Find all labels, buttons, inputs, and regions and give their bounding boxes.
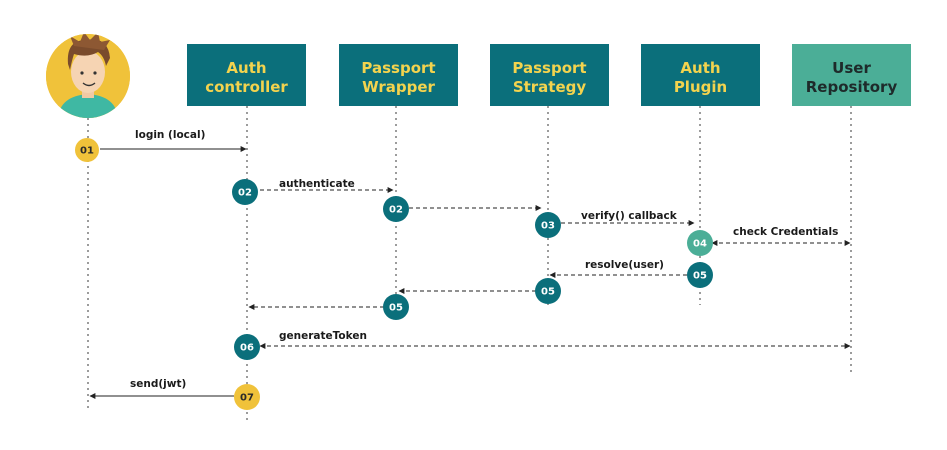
participant-label-line2: Plugin	[674, 78, 727, 96]
participant-label-line1: Passport	[512, 59, 586, 77]
message-label: send(jwt)	[130, 378, 186, 390]
step-number: 05	[693, 271, 707, 282]
participant-label-line1: Auth	[226, 59, 266, 77]
step-number: 05	[389, 303, 403, 314]
message-label: verify() callback	[581, 210, 678, 222]
step-marker: 05	[687, 262, 713, 288]
step-number: 06	[240, 343, 254, 354]
step-marker: 06	[234, 334, 260, 360]
step-number: 01	[80, 146, 94, 157]
step-number: 03	[541, 221, 555, 232]
step-marker: 01	[75, 138, 99, 162]
participant-label-line2: Wrapper	[362, 78, 435, 96]
participant-label-line2: Repository	[806, 78, 898, 96]
step-marker: 04	[687, 230, 713, 256]
step-marker: 05	[535, 278, 561, 304]
step-number: 02	[389, 205, 403, 216]
step-number: 02	[238, 188, 252, 199]
step-number: 05	[541, 287, 555, 298]
step-marker: 05	[383, 294, 409, 320]
message-label: generateToken	[279, 330, 367, 342]
participant-label-line2: Strategy	[513, 78, 587, 96]
message-label: resolve(user)	[585, 259, 664, 271]
user-avatar-icon	[46, 34, 130, 118]
message-label: check Credentials	[733, 226, 838, 238]
step-marker: 07	[234, 384, 260, 410]
step-number: 04	[693, 239, 707, 250]
participant-label-line1: Passport	[361, 59, 435, 77]
step-marker: 02	[383, 196, 409, 222]
step-marker: 02	[232, 179, 258, 205]
step-marker: 03	[535, 212, 561, 238]
participant-label-line2: controller	[205, 78, 288, 96]
participant-label-line1: Auth	[680, 59, 720, 77]
message-label: login (local)	[135, 129, 205, 141]
participant-label-line1: User	[832, 59, 871, 77]
message-label: authenticate	[279, 178, 355, 190]
step-number: 07	[240, 393, 254, 404]
